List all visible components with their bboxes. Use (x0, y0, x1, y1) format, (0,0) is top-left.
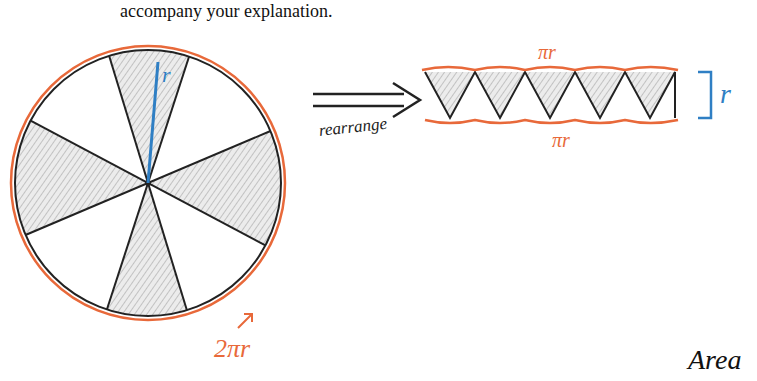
rearrange-note: rearrange (318, 115, 388, 139)
document-text: accompany your explanation. (120, 2, 332, 20)
height-label: r (720, 80, 731, 108)
rearranged-strip (422, 67, 678, 123)
radius-line (148, 62, 158, 183)
area-note: Area (688, 346, 741, 374)
leader-arrow (238, 314, 252, 328)
rearrange-arrow (313, 83, 420, 117)
circumference-label: 2πr (214, 336, 250, 362)
circumference-outline (11, 46, 285, 320)
half-circumference-label: πr (552, 130, 570, 150)
height-bracket (698, 72, 711, 118)
radius-label: r (162, 64, 171, 86)
circle-sectors (15, 50, 281, 316)
half-circumference-label: πr (538, 42, 556, 62)
